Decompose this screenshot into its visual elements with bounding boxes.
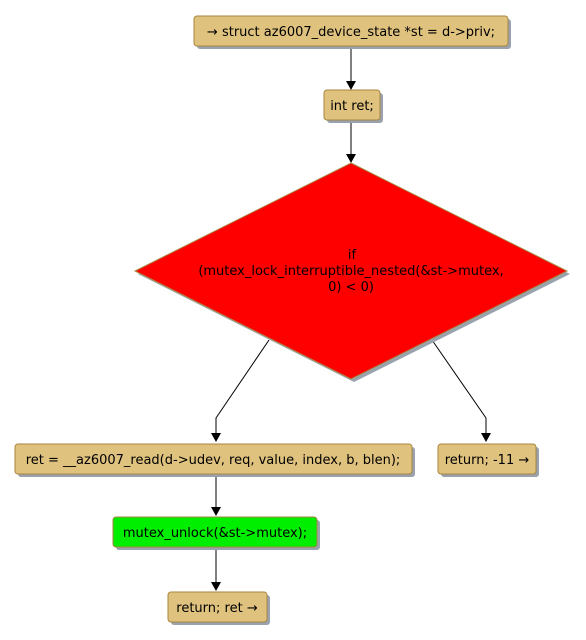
edge-decision-to-error-return: [431, 339, 487, 434]
node-declare-text: int ret;: [330, 99, 374, 114]
edges: [211, 45, 491, 591]
node-start: → struct az6007_device_state *st = d->pr…: [193, 15, 511, 49]
node-unlock-box: [112, 516, 318, 548]
edge-decision-to-read: [215, 339, 270, 434]
node-decision: if (mutex_lock_interruptible_nested(&st-…: [133, 162, 570, 382]
node-unlock: mutex_unlock(&st->mutex);: [112, 516, 320, 550]
node-final-return: return; ret →: [167, 591, 270, 625]
arrowhead-error-return: [481, 433, 491, 442]
node-decision-line-3: 0) < 0): [328, 280, 374, 295]
arrowhead-unlock: [211, 507, 221, 516]
node-decision-diamond: [133, 162, 569, 380]
node-read-box: [14, 443, 413, 475]
node-declare: int ret;: [323, 89, 383, 123]
node-error-return-box: [437, 443, 537, 475]
node-start-text: → struct az6007_device_state *st = d->pr…: [207, 25, 495, 40]
node-error-return: return; -11 →: [437, 443, 539, 477]
node-final-return-text: return; ret →: [176, 601, 258, 616]
node-start-box: [193, 15, 509, 47]
node-read: ret = __az6007_read(d->udev, req, value,…: [14, 443, 415, 477]
arrowhead-declare: [346, 81, 356, 90]
arrowhead-final-return: [211, 582, 221, 591]
node-error-return-text: return; -11 →: [445, 453, 530, 468]
node-declare-box: [323, 89, 381, 121]
arrowhead-read: [211, 433, 221, 442]
node-decision-line-1: if: [348, 248, 357, 263]
arrowhead-decision: [346, 154, 356, 163]
node-read-text: ret = __az6007_read(d->udev, req, value,…: [26, 453, 401, 468]
node-decision-line-2: (mutex_lock_interruptible_nested(&st->mu…: [198, 264, 503, 279]
node-final-return-box: [167, 591, 268, 623]
node-unlock-text: mutex_unlock(&st->mutex);: [123, 526, 307, 541]
